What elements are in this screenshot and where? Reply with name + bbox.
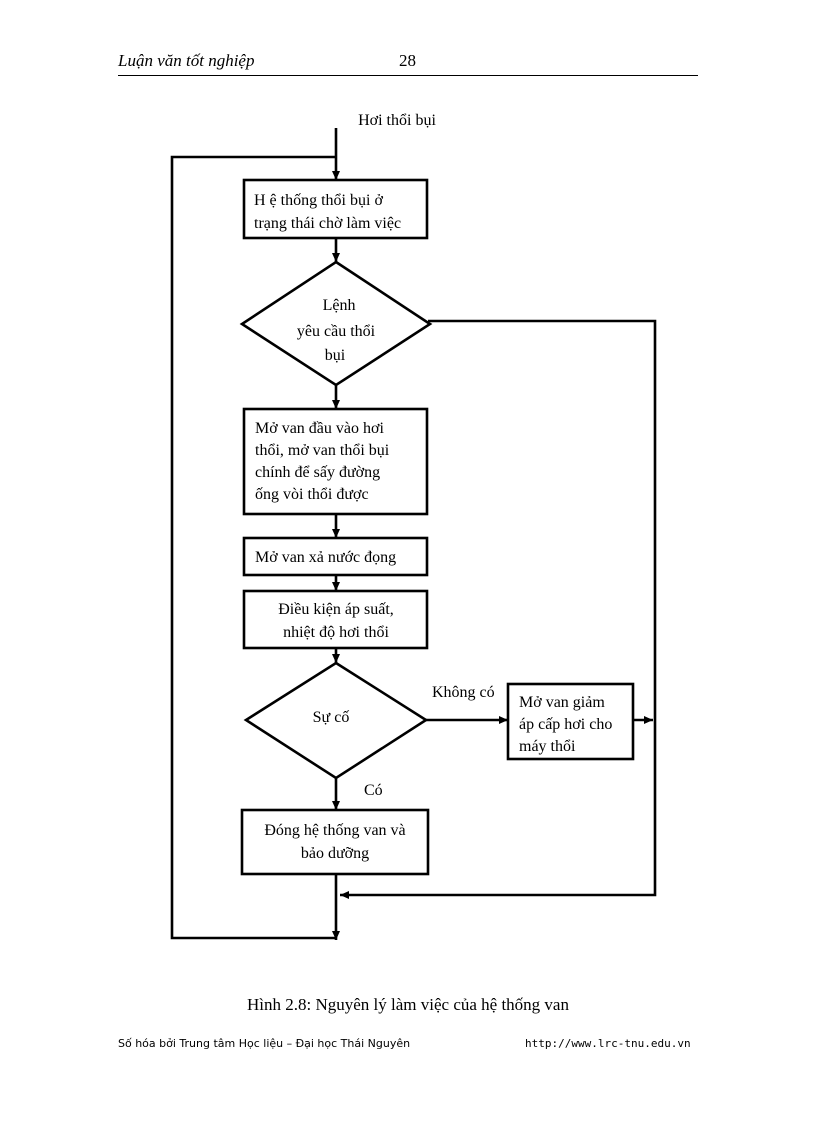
reduce-valve-box [506, 682, 635, 761]
condition-text-1: Điều kiện áp suất, [278, 601, 394, 618]
close-text-2: bảo dưỡng [301, 845, 369, 862]
close-text-1: Đóng hệ thống van và [264, 822, 405, 839]
standby-box [242, 178, 429, 240]
yes-label: Có [364, 782, 383, 799]
footer-url[interactable]: http://www.lrc-tnu.edu.vn [525, 1037, 691, 1050]
standby-text-1: H ệ thống thổi bụi ở [254, 192, 383, 209]
command-text-2: yêu cầu thổi [297, 323, 376, 340]
open-valves-box [242, 407, 429, 516]
open-text-1: Mở van đầu vào hơi [255, 420, 384, 437]
command-text-1: Lệnh [323, 297, 356, 314]
page-number: 28 [399, 51, 416, 70]
drain-box [242, 536, 429, 577]
input-label: Hơi thổi bụi [358, 112, 436, 129]
loop-left [170, 155, 336, 940]
figure-caption: Hình 2.8: Nguyên lý làm việc của hệ thốn… [247, 995, 569, 1014]
open-text-4: ống vòi thổi được [255, 486, 369, 503]
fault-decision [243, 661, 429, 780]
standby-text-2: trạng thái chờ làm việc [254, 215, 401, 232]
fault-text: Sự cố [313, 709, 350, 726]
footer-left: Số hóa bởi Trung tâm Học liệu – Đại học … [118, 1037, 411, 1050]
header-title: Luận văn tốt nghiệp [118, 51, 255, 70]
open-text-3: chính để sấy đường [255, 464, 380, 481]
command-text-3: bụi [325, 347, 346, 364]
condition-text-2: nhiệt độ hơi thổi [283, 624, 389, 641]
condition-box [242, 589, 429, 650]
drain-text: Mở van xả nước đọng [255, 549, 396, 566]
loop-right [340, 319, 657, 899]
reduce-text-1: Mở van giảm [519, 694, 605, 711]
reduce-text-3: máy thổi [519, 738, 576, 755]
command-decision [239, 260, 433, 387]
reduce-text-2: áp cấp hơi cho [519, 716, 612, 733]
open-text-2: thổi, mở van thổi bụi [255, 442, 390, 459]
close-box [240, 808, 430, 876]
no-label: Không có [432, 684, 495, 701]
header-rule [118, 75, 698, 76]
